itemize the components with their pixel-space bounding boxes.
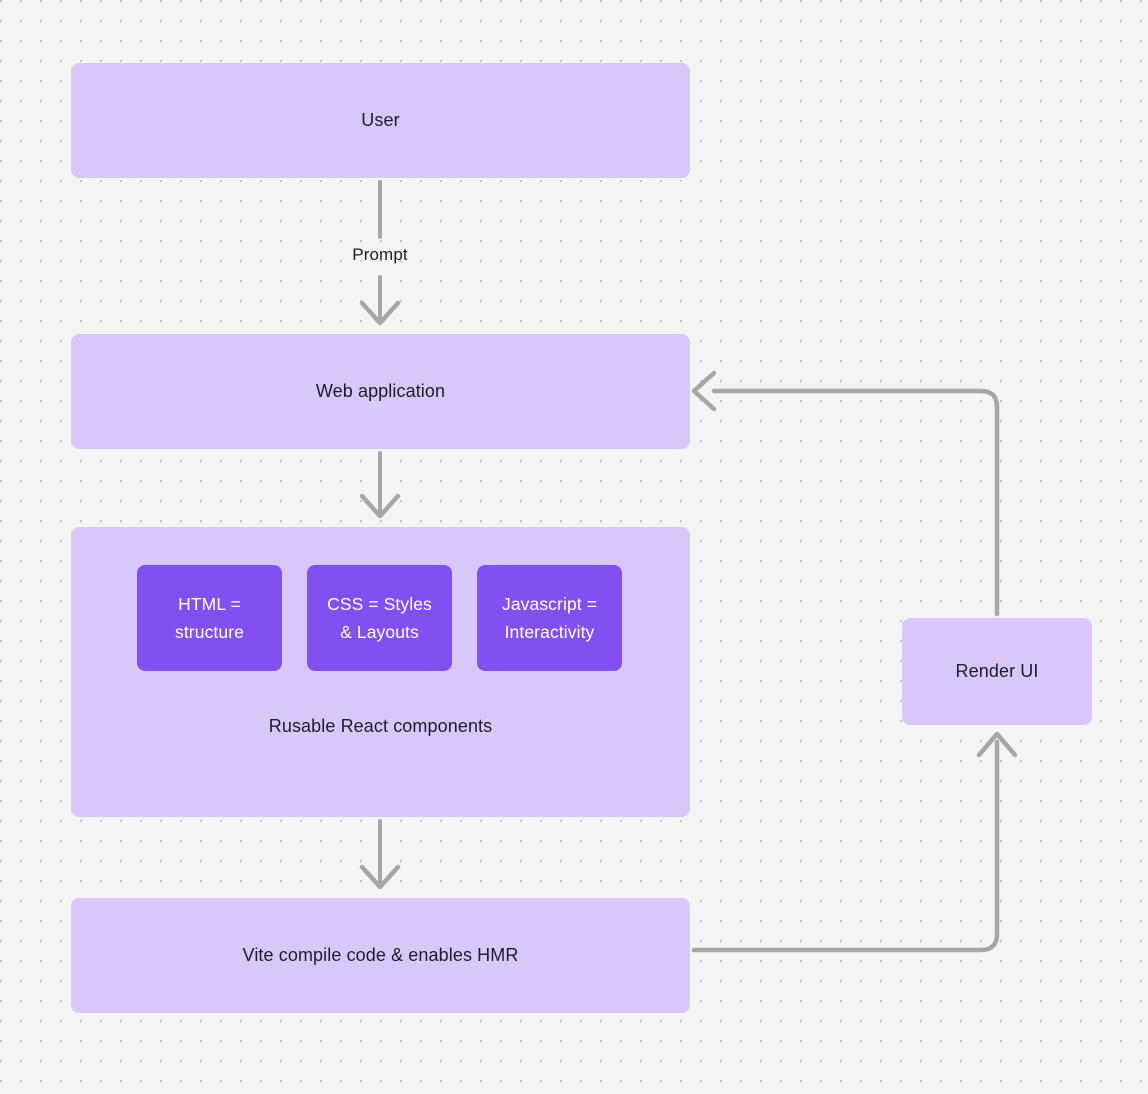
edge-web-application-to-components <box>359 451 401 519</box>
chip-javascript[interactable]: Javascript = Interactivity <box>477 565 622 671</box>
edge-render-ui-to-web-application <box>691 370 1000 617</box>
node-user[interactable]: User <box>71 63 690 178</box>
chip-javascript-label: Javascript = Interactivity <box>501 593 598 642</box>
node-vite[interactable]: Vite compile code & enables HMR <box>71 898 690 1013</box>
node-user-label: User <box>361 109 400 130</box>
node-web-application[interactable]: Web application <box>71 334 690 449</box>
chip-css[interactable]: CSS = Styles & Layouts <box>307 565 452 671</box>
chip-html-label: HTML = structure <box>175 593 244 642</box>
chip-html[interactable]: HTML = structure <box>137 565 282 671</box>
edge-vite-to-render-ui <box>691 731 1018 953</box>
node-web-application-label: Web application <box>315 380 446 401</box>
node-render-ui-label: Render UI <box>955 660 1039 681</box>
edge-components-to-vite <box>359 819 401 890</box>
edge-label-prompt: Prompt <box>352 245 408 264</box>
chip-css-label: CSS = Styles & Layouts <box>327 593 432 642</box>
node-render-ui[interactable]: Render UI <box>902 618 1092 725</box>
components-caption: Rusable React components <box>268 716 493 736</box>
node-vite-label: Vite compile code & enables HMR <box>242 944 519 965</box>
